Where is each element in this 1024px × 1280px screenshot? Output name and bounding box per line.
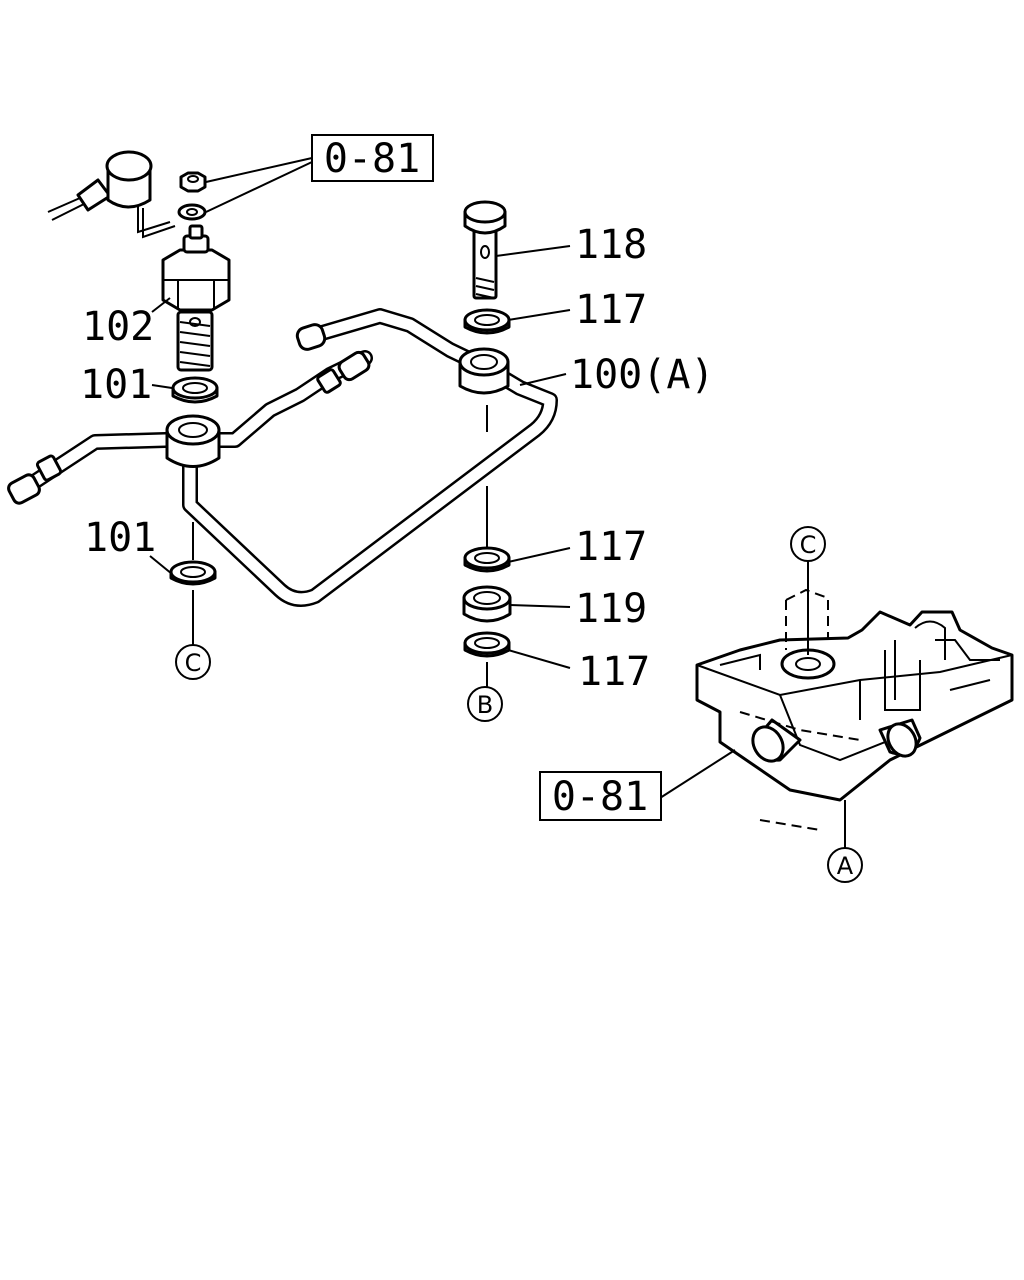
connector-a: A [827,847,863,883]
sensor-connector [47,150,207,239]
washer-117-middle [463,546,511,573]
banjo-fitting-left [165,414,221,468]
washer-101-upper [171,376,219,404]
label-101-lower: 101 [84,515,156,561]
label-117-middle: 117 [575,524,647,570]
spacer-119 [462,585,512,623]
label-117-upper: 117 [575,287,647,333]
connector-a-label: A [837,852,854,880]
eye-bolt-118 [463,200,507,300]
label-102: 102 [82,304,154,350]
connector-c-pump-label: C [800,531,817,559]
connector-c-left-label: C [185,649,202,677]
connector-c-left: C [175,644,211,680]
label-101-upper: 101 [80,362,152,408]
banjo-fitting-right [458,347,510,395]
ref-label-top: 0-81 [324,136,420,182]
ref-box-top: 0-81 [311,134,434,182]
ref-label-bottom: 0-81 [552,774,648,820]
fuel-pipe-assembly [7,308,558,607]
injection-pump-body [695,588,1014,831]
label-118: 118 [575,222,647,268]
leader-lines [149,157,846,848]
washer-117-lower [463,631,511,658]
washer-117-upper [463,308,511,335]
connector-b-label: B [477,691,493,719]
label-100: 100(A) [570,352,715,398]
label-117-lower: 117 [578,649,650,695]
washer-101-lower [169,560,217,586]
connector-c-pump: C [790,526,826,562]
label-119: 119 [575,586,647,632]
overflow-valve [161,224,231,372]
connector-b: B [467,686,503,722]
ref-box-bottom: 0-81 [539,771,662,821]
